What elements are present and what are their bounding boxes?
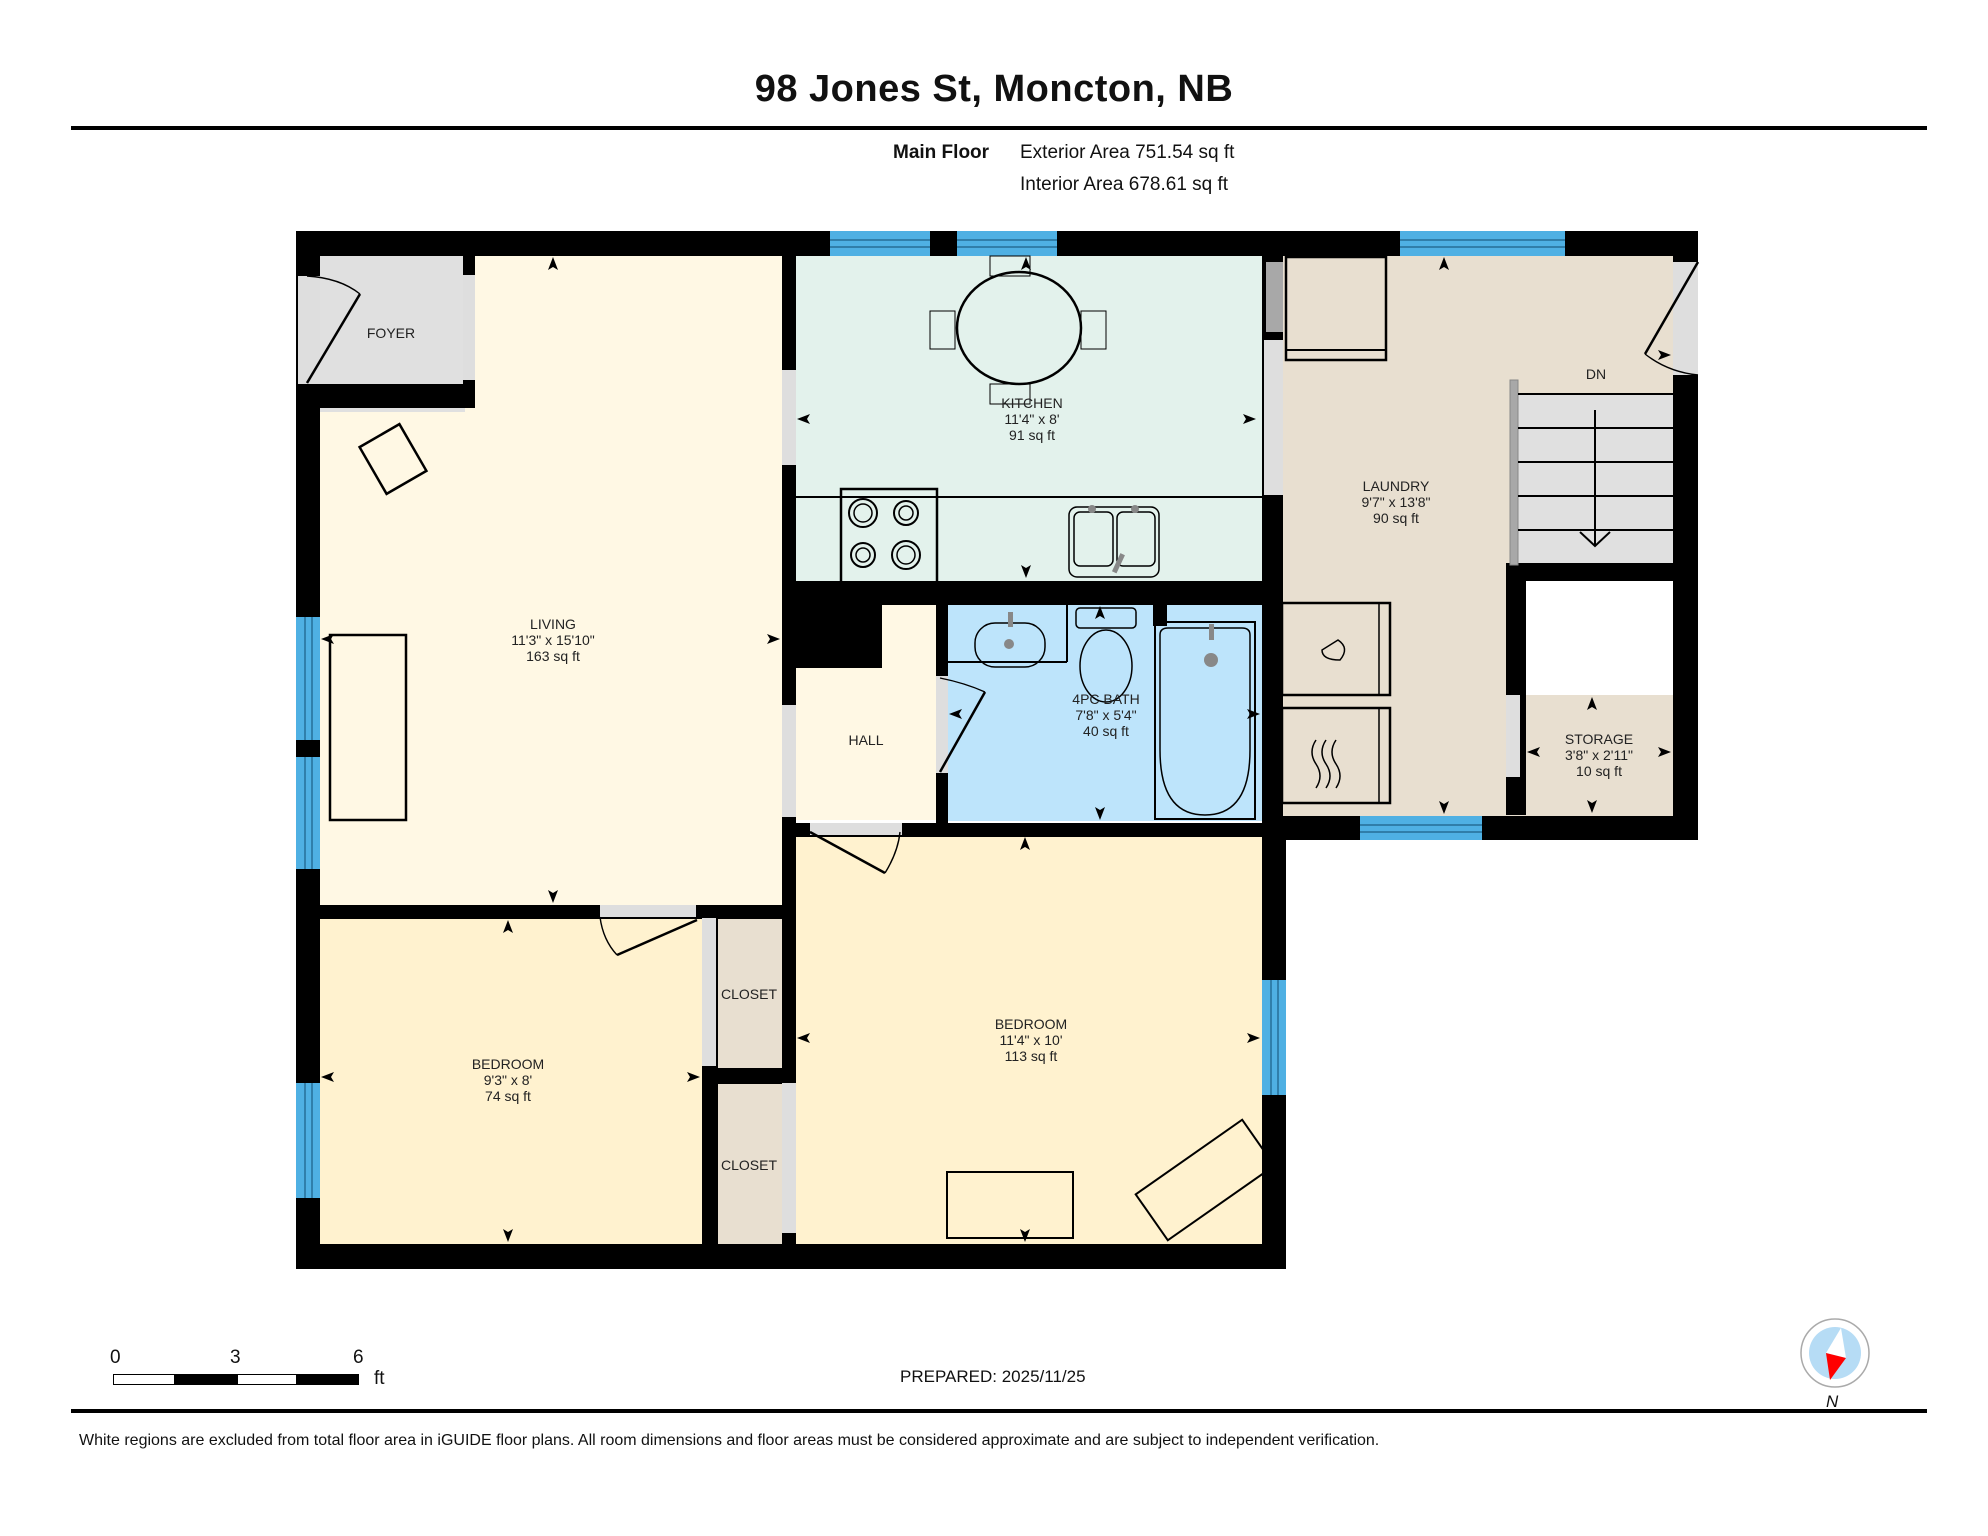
stairs-down-label: DN [1586,366,1606,382]
scale-segment-2 [174,1374,237,1385]
interior-area: Interior Area 678.61 sq ft [1020,174,1229,195]
doorways [298,262,1698,1233]
room-name: CLOSET [720,986,778,1002]
closet-2-floor [716,1082,782,1244]
excluded-region [1526,580,1673,695]
furniture [328,255,1673,1242]
room-name: LIVING [530,616,576,632]
footer-divider [71,1409,1927,1413]
bedroom-1-floor [320,914,706,1244]
windows [296,231,1565,1198]
room-name: FOYER [366,325,416,341]
page-title: 98 Jones St, Moncton, NB [754,68,1234,110]
room-dims: 3'8" x 2'11" [1565,747,1633,763]
room-label-storage: STORAGE 3'8" x 2'11" 10 sq ft [1565,731,1633,779]
room-name: DN [1585,366,1607,382]
room-name: BEDROOM [471,1056,545,1072]
scale-unit: ft [374,1368,385,1389]
room-label-bedroom-2: BEDROOM 11'4" x 10' 113 sq ft [995,1016,1067,1064]
bedroom-2-floor [796,833,1264,1244]
storage-floor [1526,695,1673,815]
room-area: 113 sq ft [1004,1048,1058,1064]
room-label-closet-1: CLOSET [721,986,777,1002]
room-label-living: LIVING 11'3" x 15'10" 163 sq ft [511,616,595,664]
room-label-kitchen: KITCHEN 11'4" x 8' 91 sq ft [1001,395,1062,443]
scale-label-6: 6 [353,1347,364,1368]
room-name: CLOSET [720,1157,778,1173]
room-area: 90 sq ft [1373,510,1419,526]
bath-floor [944,605,1262,821]
room-label-laundry: LAUNDRY 9'7" x 13'8" 90 sq ft [1362,478,1431,526]
scale-label-0: 0 [110,1347,121,1368]
room-area: 163 sq ft [526,648,580,664]
room-label-closet-2: CLOSET [721,1157,777,1173]
room-label-foyer: FOYER [367,325,415,341]
room-area: 74 sq ft [485,1088,531,1104]
exterior-area: Exterior Area 751.54 sq ft [1020,142,1235,163]
floor-label: Main Floor [893,142,990,163]
fridge-edge [1266,262,1283,332]
fixtures-details [1004,505,1218,667]
room-dims: 7'8" x 5'4" [1075,707,1137,723]
room-name: HALL [848,732,884,748]
room-label-bath: 4PC BATH 7'8" x 5'4" 40 sq ft [1072,691,1139,739]
room-label-hall: HALL [848,732,883,748]
room-name: BEDROOM [994,1016,1068,1032]
compass-icon [1800,1318,1870,1388]
room-dims: 11'4" x 10' [999,1032,1063,1048]
prepared-date: PREPARED: 2025/11/25 [900,1367,1086,1386]
room-area: 91 sq ft [1009,427,1055,443]
compass [1800,1318,1870,1388]
kitchen-floor [796,256,1264,586]
room-dims: 9'7" x 13'8" [1361,494,1431,510]
compass-north-label: N [1826,1392,1839,1411]
room-name: 4PC BATH [1072,691,1140,707]
room-dims: 9'3" x 8' [483,1072,533,1088]
room-area: 10 sq ft [1576,763,1622,779]
closet-1-floor [716,916,782,1068]
room-label-bedroom-1: BEDROOM 9'3" x 8' 74 sq ft [472,1056,544,1104]
scale-segment-4 [296,1374,359,1385]
room-name: STORAGE [1564,731,1634,747]
disclaimer: White regions are excluded from total fl… [79,1432,1380,1449]
door-swings [305,261,1700,957]
dimension-arrows [321,257,1671,1242]
room-dims: 11'3" x 15'10" [511,632,595,648]
scale-segment-1 [113,1374,176,1385]
room-dims: 11'4" x 8' [1004,411,1060,427]
scale-label-3: 3 [230,1347,241,1368]
room-area: 40 sq ft [1083,723,1129,739]
room-name: KITCHEN [1001,395,1063,411]
header-divider [71,126,1927,130]
room-name: LAUNDRY [1362,478,1430,494]
scale-segment-3 [237,1374,298,1385]
